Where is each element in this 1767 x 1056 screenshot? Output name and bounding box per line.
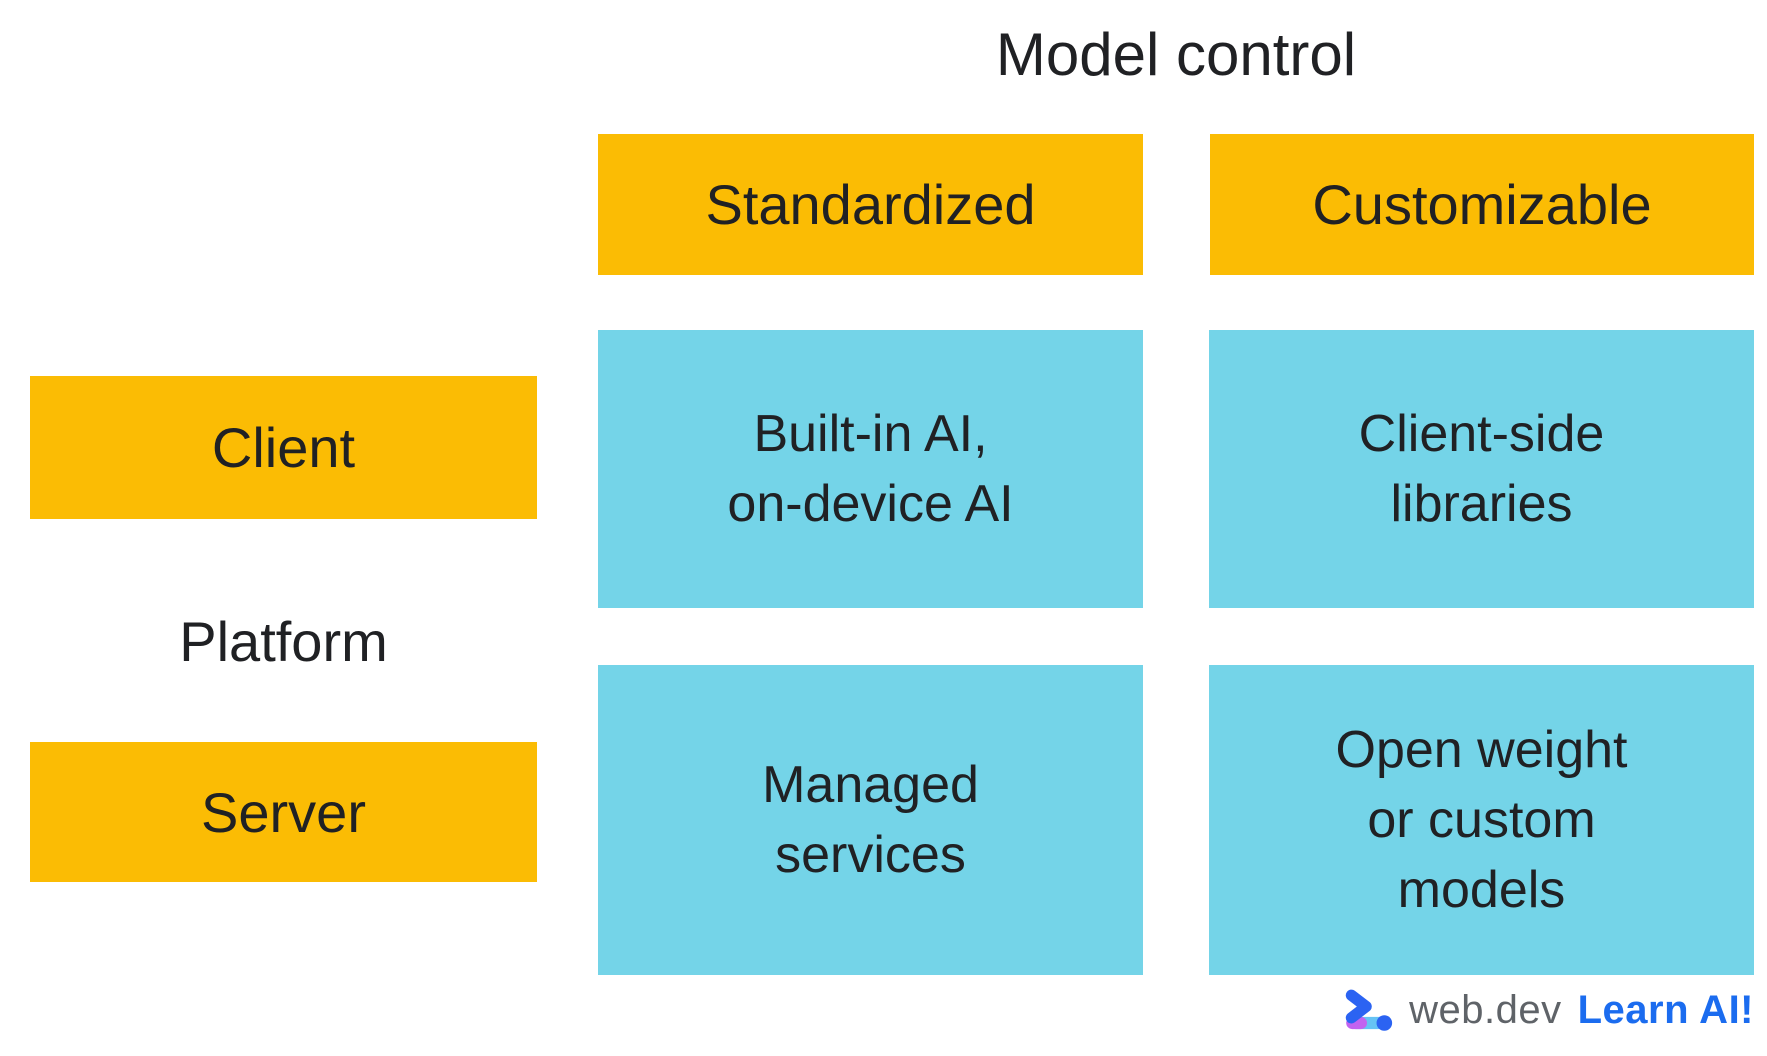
cta-text: Learn AI!	[1577, 987, 1754, 1032]
cell-client-standardized-text: Built-in AI, on-device AI	[727, 404, 1014, 533]
cell-server-customizable: Open weight or custom models	[1209, 665, 1754, 975]
row-axis-label-platform: Platform	[179, 609, 388, 673]
row-header-server-label: Server	[201, 780, 366, 844]
row-header-server: Server	[30, 742, 537, 882]
column-header-standardized: Standardized	[598, 134, 1143, 275]
row-header-client-label: Client	[211, 416, 356, 479]
cell-server-standardized: Managed services	[598, 665, 1143, 975]
column-header-standardized-label: Standardized	[705, 173, 1036, 236]
cell-server-customizable-text: Open weight or custom models	[1335, 720, 1628, 920]
cell-client-customizable: Client-side libraries	[1209, 330, 1754, 608]
row-header-client: Client	[30, 376, 537, 519]
column-header-customizable-label: Customizable	[1312, 173, 1652, 236]
cell-client-customizable-text: Client-side libraries	[1358, 404, 1605, 533]
web-dev-logo-icon	[1345, 989, 1393, 1031]
column-header-customizable: Customizable	[1210, 134, 1754, 275]
diagram-title: Model control	[995, 20, 1357, 88]
footer-brand-lockup: web.dev Learn AI!	[1340, 980, 1754, 1040]
cell-client-standardized: Built-in AI, on-device AI	[598, 330, 1143, 608]
cell-server-standardized-text: Managed services	[762, 755, 979, 884]
brand-text: web.dev	[1409, 987, 1562, 1032]
